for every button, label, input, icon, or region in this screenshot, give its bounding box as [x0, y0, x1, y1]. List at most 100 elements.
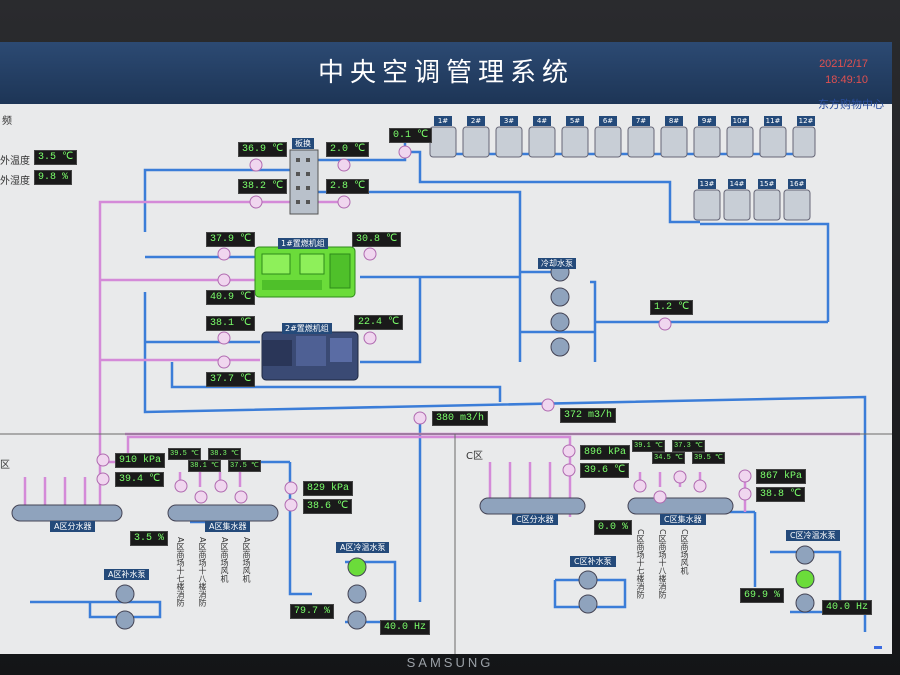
chiller-1-right-temp: 30.8 ℃ [352, 232, 402, 247]
zone-c-distributor-label[interactable]: C区分水器 [512, 514, 558, 525]
zone-c-collector-temp-4: 39.5 ℃ [692, 452, 725, 464]
monitor-brand-logo: SAMSUNG [406, 655, 494, 670]
zone-c-label: C区 [466, 451, 483, 462]
zone-a-branch-2: A区商场十八楼消防 [198, 537, 207, 607]
return-pipes [23, 200, 860, 517]
zone-c-collector-temp-3: 37.3 ℃ [672, 440, 705, 452]
zone-c-valve-opening: 0.0 % [594, 520, 633, 535]
a-distributor-drum [11, 504, 123, 522]
zone-a-valve-opening: 3.5 % [130, 531, 169, 546]
zone-separators [0, 433, 892, 654]
flow-left: 380 m3/h [432, 411, 489, 426]
cooling-tower-12-tag[interactable]: 12# [797, 116, 815, 126]
plate-left-bottom-temp: 38.2 ℃ [238, 179, 288, 194]
date-readout: 2021/2/17 [819, 58, 868, 70]
cooling-tower-14-tag[interactable]: 14# [728, 179, 746, 189]
chiller-2 [261, 331, 359, 381]
chiller-2-left-temp: 38.1 ℃ [206, 316, 256, 331]
cooling-tower-2-tag[interactable]: 2# [467, 116, 485, 126]
c-pumps [578, 545, 815, 614]
pipe-diagram [0, 126, 892, 654]
zone-c-pressure: 896 kPa [580, 445, 631, 460]
cooling-tower-7-tag[interactable]: 7# [632, 116, 650, 126]
chiller-2-right-temp: 22.4 ℃ [354, 315, 404, 330]
plate-left-top-temp: 36.9 ℃ [238, 142, 288, 157]
chiller-1 [254, 246, 356, 298]
cooling-return-temp: 1.2 ℃ [650, 300, 694, 315]
plate-exchanger-label: 板换 [292, 138, 314, 149]
zone-c-temp: 39.6 ℃ [580, 463, 630, 478]
zone-a-temp: 39.4 ℃ [115, 472, 165, 487]
cooling-tower-13-tag[interactable]: 13# [698, 179, 716, 189]
c-distributor-drum [479, 497, 586, 515]
time-readout: 18:49:10 [825, 74, 868, 86]
chiller-2-bottom-temp: 37.7 ℃ [206, 372, 256, 387]
plate-right-top-temp: 2.0 ℃ [326, 142, 370, 157]
zone-a-distributor-label[interactable]: A区分水器 [50, 521, 96, 532]
title-bar: 中央空调管理系统 2021/2/17 18:49:10 [0, 42, 892, 104]
a-pumps [115, 557, 367, 630]
zone-a-cold-pump-label[interactable]: A区冷温水泵 [336, 542, 390, 553]
plate-exchanger [289, 149, 319, 215]
zone-a-frequency: 40.0 Hz [380, 620, 431, 635]
zone-c-pump-percent: 69.9 % [740, 588, 785, 603]
power-led [874, 646, 882, 649]
c-collector-drum [627, 497, 734, 515]
cooling-tower-16-tag[interactable]: 16# [788, 179, 806, 189]
outdoor-temp-label: 外温度 [0, 156, 30, 167]
zone-c-supply-pressure: 867 kPa [756, 469, 807, 484]
zone-c-supply-temp: 38.8 ℃ [756, 487, 806, 502]
cooling-tower-5-tag[interactable]: 5# [566, 116, 584, 126]
zone-a-pressure: 910 kPa [115, 453, 166, 468]
cooling-towers-row1 [429, 126, 816, 158]
cooling-tower-4-tag[interactable]: 4# [533, 116, 551, 126]
cooling-tower-11-tag[interactable]: 11# [764, 116, 782, 126]
cooling-tower-10-tag[interactable]: 10# [731, 116, 749, 126]
zone-c-branch-2: C区商场十八楼消防 [658, 529, 667, 599]
zone-a-supply-temp: 38.6 ℃ [303, 499, 353, 514]
zone-a-branch-1: A区商场十七楼消防 [176, 537, 185, 607]
zone-a-supply-pressure: 829 kPa [303, 481, 354, 496]
zone-a-collector-temp-4: 37.5 ℃ [228, 460, 261, 472]
zone-c-cold-pump-label[interactable]: C区冷温水泵 [786, 530, 840, 541]
zone-c-branch-1: C区商场十七楼消防 [636, 529, 645, 599]
flow-right: 372 m3/h [560, 408, 617, 423]
zone-c-collector-temp-1: 39.1 ℃ [632, 440, 665, 452]
outdoor-humidity-value: 9.8 % [34, 170, 73, 185]
zone-a-collector-temp-2: 38.1 ℃ [188, 460, 221, 472]
zone-a-makeup-pump-label[interactable]: A区补水泵 [104, 569, 150, 580]
chiller-2-label[interactable]: 2#置燃机组 [282, 323, 332, 334]
zone-a-collector-temp-1: 39.5 ℃ [168, 448, 201, 460]
chiller-1-bottom-temp: 40.9 ℃ [206, 290, 256, 305]
cooling-pump-label: 冷却水泵 [538, 258, 576, 269]
zone-a-collector-label[interactable]: A区集水器 [205, 521, 251, 532]
zone-a-branch-3: A区商场风机 [220, 537, 229, 583]
plate-right-bottom-temp: 2.8 ℃ [326, 179, 370, 194]
cooling-tower-1-tag[interactable]: 1# [434, 116, 452, 126]
zone-a-label: 区 [0, 460, 10, 471]
cooling-pumps [550, 262, 570, 357]
tower-outlet-temp: 0.1 ℃ [389, 128, 433, 143]
zone-a-branch-4: A区商场风机 [242, 537, 251, 583]
a-collector-drum [167, 504, 279, 522]
cooling-tower-6-tag[interactable]: 6# [599, 116, 617, 126]
scada-screen: 中央空调管理系统 2021/2/17 18:49:10 东方购物中心 频 外温度… [0, 42, 892, 654]
cooling-tower-3-tag[interactable]: 3# [500, 116, 518, 126]
outdoor-temp-value: 3.5 ℃ [34, 150, 78, 165]
zone-c-frequency: 40.0 Hz [822, 600, 873, 615]
cooling-tower-9-tag[interactable]: 9# [698, 116, 716, 126]
page-title: 中央空调管理系统 [317, 58, 574, 88]
panel-heading: 频 [2, 116, 12, 127]
zone-a-pump-percent: 79.7 % [290, 604, 335, 619]
site-name: 东方购物中心 [818, 98, 884, 111]
cooling-tower-15-tag[interactable]: 15# [758, 179, 776, 189]
cooling-tower-8-tag[interactable]: 8# [665, 116, 683, 126]
sensor-markers [96, 145, 752, 512]
cooling-towers-row2 [693, 189, 811, 221]
zone-c-collector-label[interactable]: C区集水器 [660, 514, 706, 525]
zone-c-collector-temp-2: 34.5 ℃ [652, 452, 685, 464]
zone-c-makeup-pump-label[interactable]: C区补水泵 [570, 556, 616, 567]
outdoor-humidity-label: 外湿度 [0, 176, 30, 187]
zone-a-collector-temp-3: 38.3 ℃ [208, 448, 241, 460]
chiller-1-label[interactable]: 1#置燃机组 [278, 238, 328, 249]
